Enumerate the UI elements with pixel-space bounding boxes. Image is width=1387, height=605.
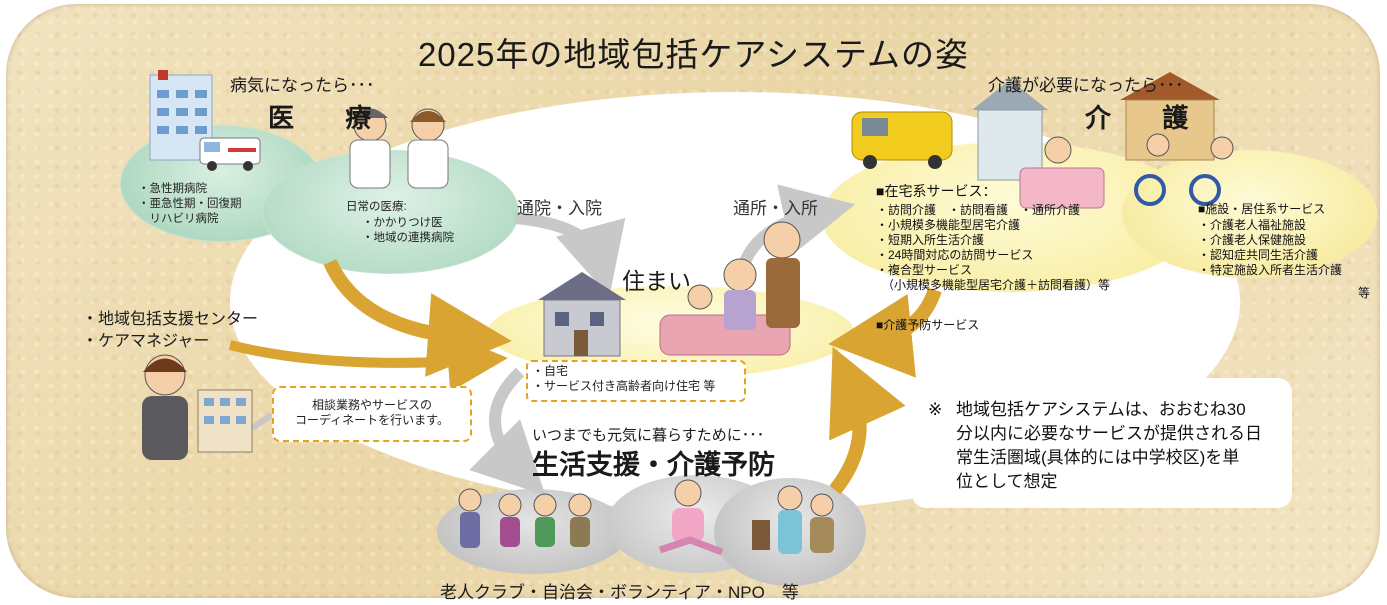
home-service-item: （小規模多機能型居宅介護＋訪問看護）等	[876, 278, 1111, 292]
prevention-services: ■介護予防サービス	[876, 318, 980, 332]
house-illustration	[538, 272, 626, 357]
note-text: 地域包括ケアシステムは、おおむね30 分以内に必要なサービスが提供される日 常生…	[956, 398, 1262, 494]
hospital-visit-arrow	[514, 212, 626, 297]
facility-suffix: 等	[1358, 286, 1371, 300]
center-to-bubble-arrow	[250, 412, 274, 431]
daily-medical-title: 日常の医療:	[346, 201, 407, 213]
acute-hospital-list: ・急性期病院 ・亜急性期・回復期 リハビリ病院	[138, 182, 242, 227]
note-box	[912, 378, 1292, 508]
ambulance-illustration	[199, 137, 261, 171]
note-line: 位として想定	[956, 472, 1058, 491]
facility-services-title: ■施設・居住系サービス	[1198, 202, 1326, 216]
wheelchair-illustration	[1134, 133, 1234, 206]
facility-item: ・特定施設入所者生活介護	[1198, 263, 1343, 277]
medical-to-housing-arrow	[323, 259, 512, 377]
acute-item: リハビリ病院	[138, 213, 219, 225]
consultation-bubble	[272, 386, 472, 442]
home-services-title: ■在宅系サービス：	[876, 183, 997, 199]
elderly-club-illustration	[458, 488, 592, 548]
center-to-housing-arrow	[228, 332, 508, 392]
home-service-item: ・複合型サービス	[876, 263, 973, 277]
care-label: 介 護	[1085, 103, 1211, 133]
consultation-text: 相談業務やサービスの コーディネートを行います。	[272, 398, 472, 428]
home-service-item: ・24時間対応の訪問サービス	[876, 248, 1034, 262]
note-line: 常生活圏域(具体的には中学校区)を単	[956, 448, 1240, 467]
housing-label: 住まい	[622, 268, 691, 294]
facility-item: ・介護老人保健施設	[1198, 233, 1307, 247]
medical-heading: 病気になったら･･･	[230, 76, 375, 95]
medical-label: 医 療	[268, 103, 394, 133]
facility-item: ・介護老人福祉施設	[1198, 218, 1307, 232]
family-illustration	[659, 221, 801, 356]
facility-care-ellipse	[1122, 150, 1377, 278]
daily-item: ・地域の連携病院	[362, 232, 454, 244]
care-to-housing-arrow	[828, 287, 942, 378]
acute-item: ・急性期病院	[138, 183, 207, 195]
consultation-line: コーディネートを行います。	[295, 413, 449, 427]
daily-item: ・かかりつけ医	[362, 217, 443, 229]
facility-item: ・認知症共同生活介護	[1198, 248, 1319, 262]
support-center-item: ・地域包括支援センター	[82, 311, 259, 328]
life-support-label: 生活支援・介護予防	[532, 450, 775, 480]
daycare-label: 通所・入所	[733, 199, 818, 218]
life-support-subtitle: いつまでも元気に暮らすために･･･	[532, 427, 765, 444]
diagram-title: 2025年の地域包括ケアシステムの姿	[417, 36, 970, 73]
facility-services-list: ・介護老人福祉施設 ・介護老人保健施設 ・認知症共同生活介護 ・特定施設入所者生…	[1198, 218, 1342, 278]
community-groups-label: 老人クラブ・自治会・ボランティア・NPO 等	[440, 583, 799, 602]
hospital-visit-label: 通院・入院	[517, 199, 602, 218]
care-van-illustration	[851, 111, 953, 169]
doctor-illustration	[349, 108, 391, 189]
housing-types-list: ・自宅 ・サービス付き高齢者向け住宅 等	[532, 364, 715, 394]
housing-item: ・自宅	[532, 364, 569, 378]
housing-types-box	[526, 360, 746, 402]
home-service-item: ・短期入所生活介護	[876, 233, 985, 247]
nurse-illustration	[407, 108, 449, 189]
home-services-list: ・訪問介護 ・訪問看護 ・通所介護 ・小規模多機能型居宅介護 ・短期入所生活介護…	[876, 203, 1110, 293]
care-manager-illustration	[142, 354, 253, 460]
volunteer-illustration	[752, 485, 834, 554]
housing-item: ・サービス付き高齢者向け住宅 等	[532, 379, 716, 393]
home-service-item: ・小規模多機能型居宅介護	[876, 218, 1021, 232]
acute-item: ・亜急性期・回復期	[138, 198, 242, 210]
support-center-item: ・ケアマネジャー	[82, 333, 210, 350]
bath-illustration	[1019, 136, 1105, 209]
note-mark: ※	[928, 400, 943, 419]
home-service-item: ・訪問介護 ・訪問看護 ・通所介護	[876, 203, 1081, 217]
note-line: 地域包括ケアシステムは、おおむね30	[956, 400, 1246, 419]
life-to-housing-arrow	[829, 346, 906, 495]
note-line: 分以内に必要なサービスが提供される日	[956, 424, 1262, 443]
consultation-line: 相談業務やサービスの	[311, 398, 432, 412]
housing-to-life-arrow	[469, 367, 546, 496]
exercise-illustration	[658, 479, 724, 556]
support-center-list: ・地域包括支援センター ・ケアマネジャー	[82, 309, 258, 353]
care-heading: 介護が必要になったら･･･	[988, 76, 1184, 95]
daily-medical-list: ・かかりつけ医 ・地域の連携病院	[362, 216, 454, 246]
